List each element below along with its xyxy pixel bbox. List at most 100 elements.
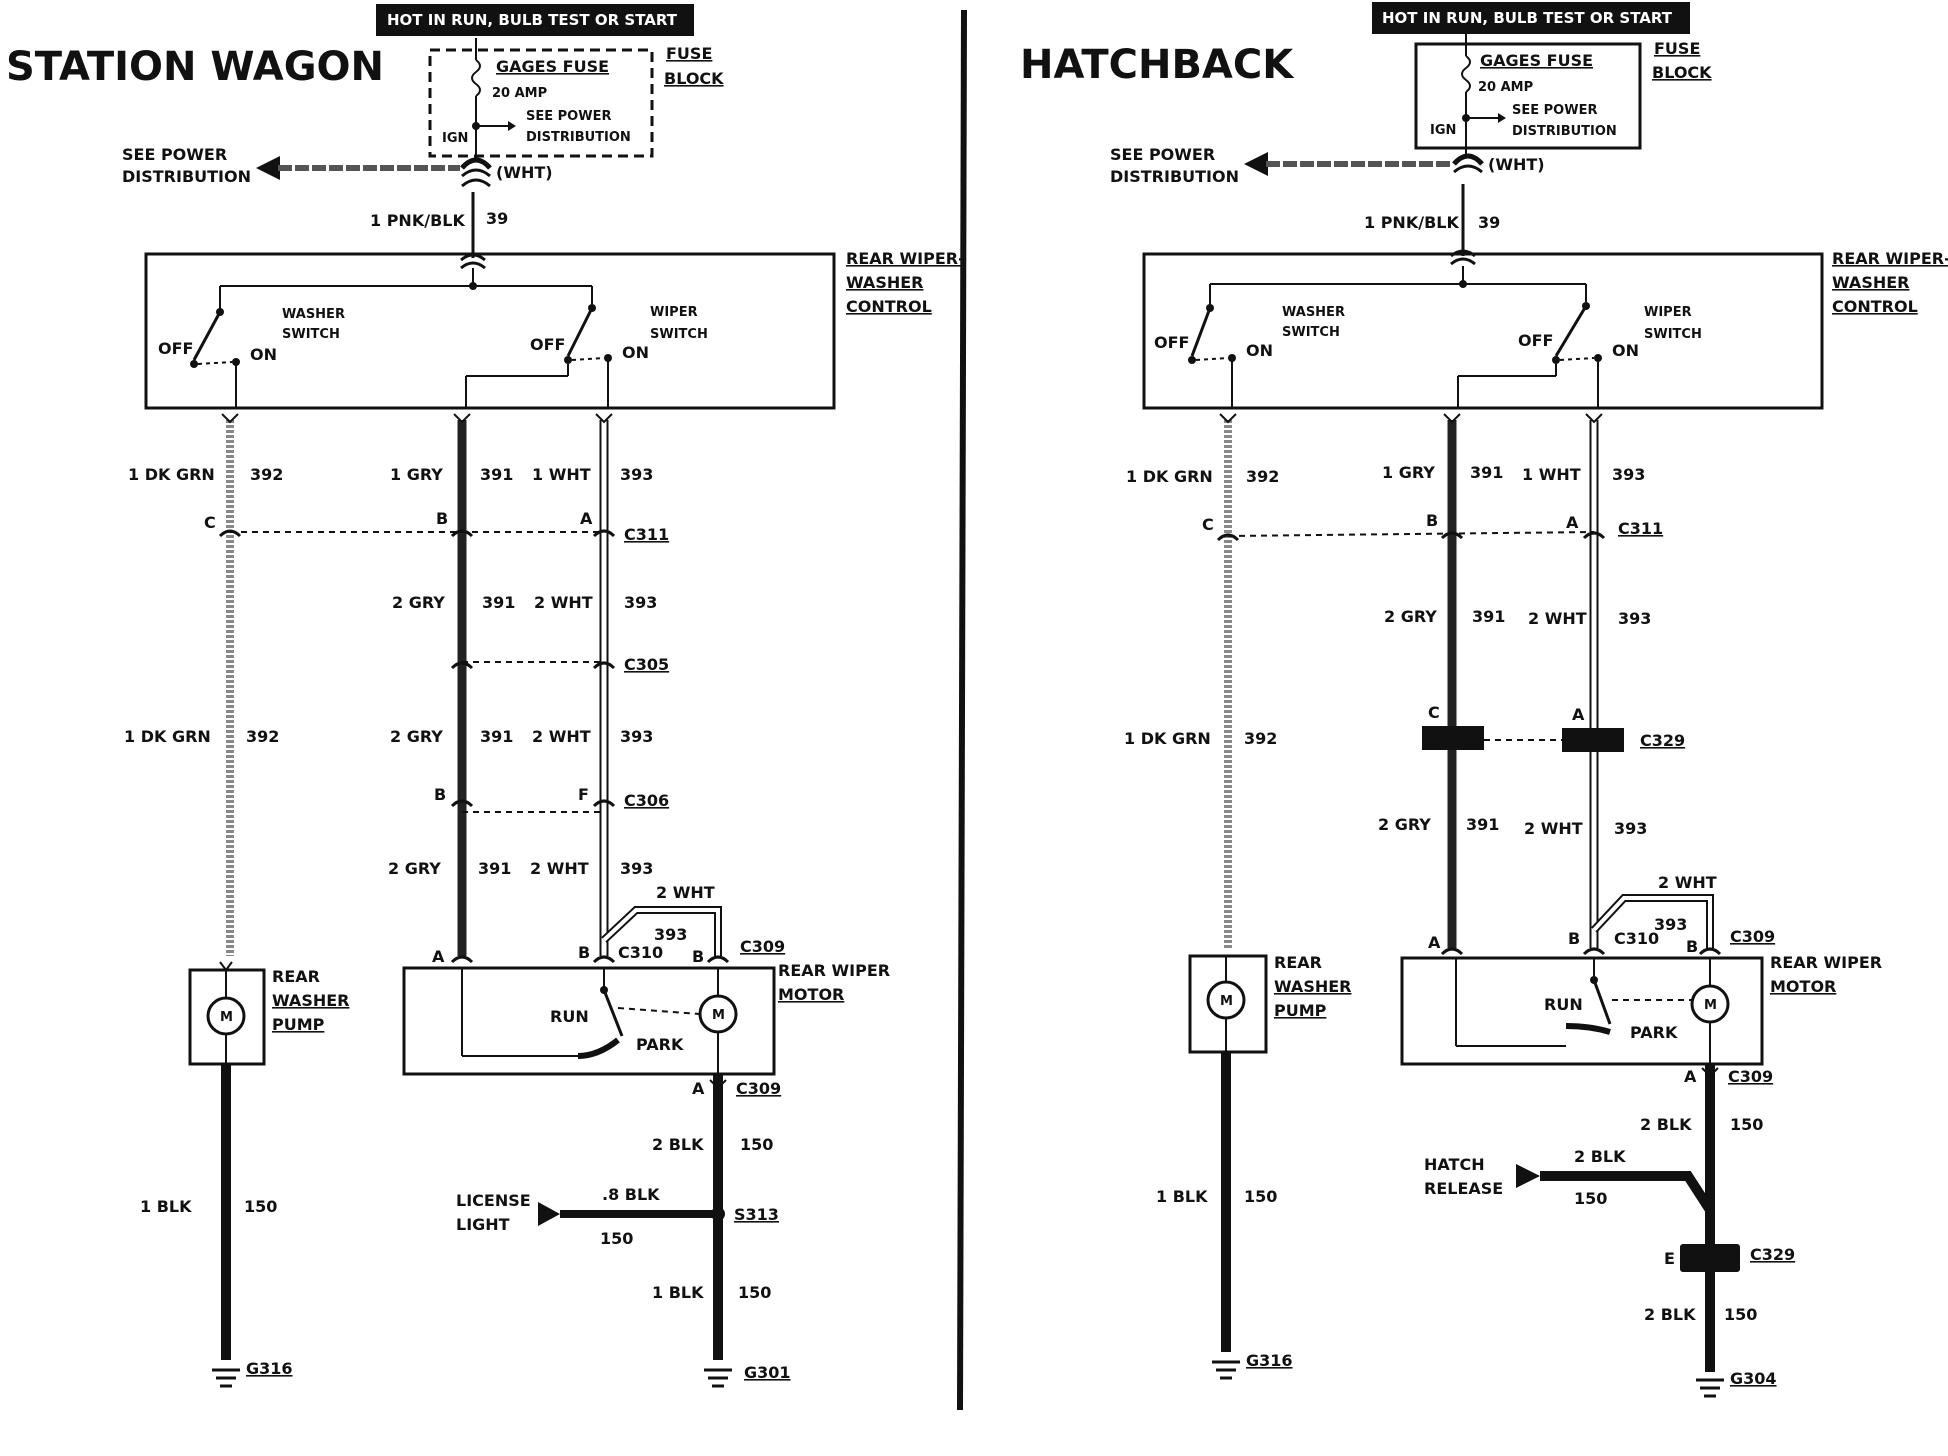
station-wagon-title: STATION WAGON (6, 44, 384, 90)
pin-b-motor-label: B (578, 943, 590, 962)
ground-icon-g316 (1212, 1360, 1240, 1380)
pin-e-label: E (1664, 1249, 1675, 1268)
washer-switch-label-1: WASHER (282, 307, 345, 322)
pin-a-label: A (1566, 513, 1579, 532)
circuit-label-150-3: 150 (738, 1283, 771, 1302)
control-label-3: CONTROL (1832, 297, 1918, 316)
wire-label-dk-grn-1: 1 DK GRN (128, 465, 215, 484)
ground-icon-g316 (212, 1368, 240, 1388)
wiper-motor-m: M (1704, 998, 1717, 1013)
on-label-2: ON (1612, 341, 1639, 360)
control-label-1: REAR WIPER- (846, 249, 965, 268)
circuit-label-392-1: 392 (250, 465, 283, 484)
connector-c329-block-1 (1422, 726, 1484, 750)
on-label-2: ON (622, 343, 649, 362)
circuit-label-393-3: 393 (620, 727, 653, 746)
on-label-1: ON (250, 345, 277, 364)
pump-label-2: WASHER (1274, 977, 1351, 996)
hot-label-box (1372, 2, 1690, 34)
panel-divider (957, 9, 967, 1411)
circuit-label-391-1: 391 (1470, 463, 1503, 482)
control-label-1: REAR WIPER- (1832, 249, 1948, 268)
ground-label-g301: G301 (744, 1363, 791, 1382)
wiper-switch-label-1: WIPER (650, 305, 698, 320)
see-power-distribution-label-1: SEE POWER (122, 145, 227, 164)
circuit-label-393-1: 393 (1612, 465, 1645, 484)
license-label-2: LIGHT (456, 1215, 510, 1234)
arrow-left-icon (538, 1202, 560, 1226)
wire-label-wht-2: 2 WHT (534, 593, 593, 612)
off-label-2: OFF (1518, 331, 1553, 350)
hot-label: HOT IN RUN, BULB TEST OR START (1382, 9, 1673, 27)
pin-c-label: C (1202, 515, 1214, 534)
circuit-label-391-3: 391 (480, 727, 513, 746)
circuit-label-392-1: 392 (1246, 467, 1279, 486)
fuse-amp-label: 20 AMP (1478, 80, 1533, 95)
wire-label-gry-3: 2 GRY (1378, 815, 1431, 834)
pump-label-3: PUMP (272, 1015, 325, 1034)
control-label-2: WASHER (1832, 273, 1909, 292)
connector-icon (460, 157, 492, 170)
distribution-label: DISTRIBUTION (526, 130, 631, 145)
circuit-label-393-4: 393 (620, 859, 653, 878)
connector-c329-label-b: C329 (1750, 1245, 1795, 1264)
circuit-label-393-2: 393 (624, 593, 657, 612)
hot-label: HOT IN RUN, BULB TEST OR START (387, 11, 678, 29)
motor-label-2: MOTOR (778, 985, 844, 1004)
park-switch-blade (1592, 979, 1612, 1025)
ign-label: IGN (442, 131, 468, 146)
fuse-block-label-2: BLOCK (664, 69, 724, 88)
circuit-label-150-h: 150 (1574, 1189, 1607, 1208)
wire-label-dk-grn-1: 1 DK GRN (1126, 467, 1213, 486)
ground-label-g304: G304 (1730, 1369, 1777, 1388)
pin-a-label: A (580, 509, 593, 528)
connector-c311-line (1227, 531, 1595, 537)
ground-icon-g304 (1696, 1378, 1724, 1398)
wiper-motor-m: M (712, 1008, 725, 1023)
wire-label-gry-1: 1 GRY (1382, 463, 1435, 482)
see-power-label: SEE POWER (526, 109, 611, 124)
wiper-switch-blade (1554, 305, 1588, 357)
wht-label: (WHT) (496, 163, 553, 182)
pin-a2-label: A (1572, 705, 1585, 724)
ground-icon-g301 (704, 1368, 732, 1388)
rear-wiper-motor-box (402, 966, 776, 1076)
station-wagon-panel: STATION WAGON HOT IN RUN, BULB TEST OR S… (6, 4, 965, 1388)
washer-switch-blade (1190, 307, 1212, 357)
connector-c311-label: C311 (1618, 519, 1663, 538)
pin-c-label: C (204, 513, 216, 532)
wire-label-blk-2: 2 BLK (1644, 1305, 1696, 1324)
connector-c309-label-b: C309 (736, 1079, 781, 1098)
ign-label: IGN (1430, 123, 1456, 138)
run-label: RUN (1544, 995, 1583, 1014)
pin-b2-motor-label: B (1686, 937, 1698, 956)
wire-150-hatch-release (1540, 1171, 1715, 1213)
fuse-symbol-icon (471, 59, 481, 97)
fuse-block-label-1: FUSE (1654, 39, 1700, 58)
wire-label-wht-5: 2 WHT (656, 883, 715, 902)
arrow-left-icon (1244, 152, 1268, 176)
pump-label-1: REAR (272, 967, 320, 986)
circuit-label-392-2: 392 (246, 727, 279, 746)
fuse-block-label-2: BLOCK (1652, 63, 1712, 82)
circuit-label-150-pump: 150 (1244, 1187, 1277, 1206)
feed-wire-label: 1 PNK/BLK (1364, 213, 1459, 232)
ground-label-g316: G316 (1246, 1351, 1293, 1370)
connector-c310-label: C310 (1614, 929, 1659, 948)
pin-f-label: F (578, 785, 589, 804)
connector-c329-block-2 (1562, 728, 1624, 752)
see-power-label: SEE POWER (1512, 103, 1597, 118)
ground-label-g316: G316 (246, 1359, 293, 1378)
circuit-label-391-2: 391 (1472, 607, 1505, 626)
connector-c329-label-a: C329 (1640, 731, 1685, 750)
circuit-label-150-1: 150 (1730, 1115, 1763, 1134)
circuit-label-392-2: 392 (1244, 729, 1277, 748)
connector-c309-label-a: C309 (740, 937, 785, 956)
off-label-1: OFF (158, 339, 193, 358)
washer-switch-blade (192, 311, 222, 361)
circuit-label-150-1: 150 (740, 1135, 773, 1154)
wire-label-wht-3: 2 WHT (1524, 819, 1583, 838)
connector-c310-label: C310 (618, 943, 663, 962)
pump-motor-m: M (220, 1010, 233, 1025)
circuit-label-391-3: 391 (1466, 815, 1499, 834)
